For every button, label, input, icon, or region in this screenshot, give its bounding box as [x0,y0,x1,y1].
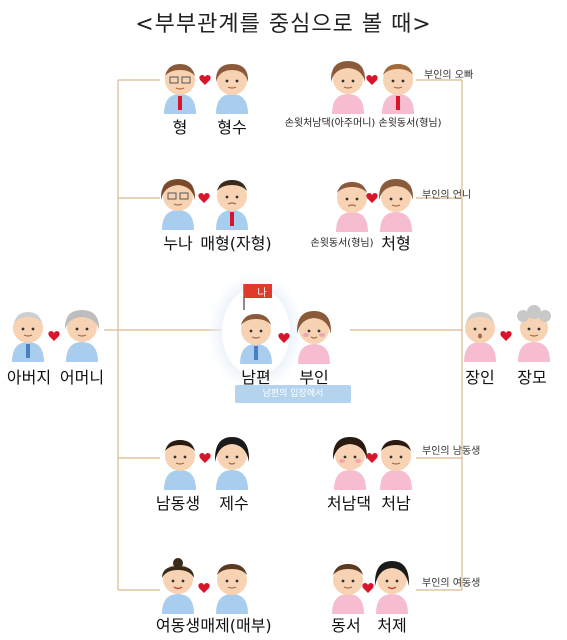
heart-icon [366,75,378,85]
note-wife-older-sister: 부인의 언니 [422,190,472,201]
wife-younger-sister-husband-figure [328,560,368,618]
note-wife-younger-sister: 부인의 여동생 [422,578,481,589]
label-younger-brother: 남동생 [155,494,201,513]
father-figure [8,308,48,366]
label-wife-younger-sister: 처제 [377,616,407,635]
label-wife-younger-brother-wife: 처남댁 [326,494,372,513]
heart-icon [198,583,210,593]
label-wife-older-brother: 손윗동서(형님) [378,118,442,129]
older-brother-figure [160,60,200,118]
wife-younger-sister-figure [372,558,412,618]
heart-icon [366,453,378,463]
mother-figure [62,306,102,366]
label-younger-brother-wife: 제수 [219,494,249,513]
mother-in-law-figure [514,304,554,366]
label-wife-younger-brother: 처남 [381,494,411,513]
label-wife-younger-sister-husband: 동서 [331,616,361,635]
label-younger-sister: 여동생 [155,616,201,635]
heart-icon [199,453,211,463]
father-in-law-figure [460,308,500,366]
label-wife: 부인 [299,368,329,387]
label-mother-in-law: 장모 [517,368,547,387]
heart-icon [198,193,210,203]
younger-brother-figure [160,436,200,494]
label-older-brother-wife: 형수 [217,118,247,137]
me-flag-label: 나 [257,288,267,299]
heart-icon [366,193,378,203]
perspective-badge: 남편의 입장에서 [235,385,351,403]
older-sister-husband-figure [212,176,252,234]
label-mother: 어머니 [59,368,105,387]
wife-younger-brother-figure [376,436,416,494]
wife-older-sister-figure [376,176,416,236]
wife-figure [294,308,334,368]
younger-sister-husband-figure [212,560,252,618]
wife-older-brother-wife-figure [328,58,368,118]
label-father-in-law: 장인 [465,368,495,387]
heart-icon [362,583,374,593]
label-older-brother: 형 [172,118,188,137]
label-younger-sister-husband: 매제(매부) [200,616,272,635]
label-husband: 남편 [241,368,271,387]
label-wife-older-sister: 처형 [381,234,411,253]
heart-icon [500,331,512,341]
label-wife-older-sister-husband: 손윗동서(형님) [310,238,374,249]
heart-icon [278,333,290,343]
older-sister-figure [158,176,198,234]
younger-brother-wife-figure [212,434,252,494]
label-older-sister: 누나 [163,234,193,253]
husband-figure [236,310,276,368]
me-flag [243,284,272,310]
note-wife-younger-brother: 부인의 남동생 [422,446,481,457]
older-brother-wife-figure [212,60,252,118]
note-wife-older-brother: 부인의 오빠 [424,70,474,81]
label-father: 아버지 [6,368,52,387]
label-wife-older-brother-wife: 손윗처남댁(아주머니) [284,118,376,129]
page-title: <부부관계를 중심으로 볼 때> [135,12,432,37]
heart-icon [48,331,60,341]
wife-younger-brother-wife-figure [330,434,370,494]
label-older-sister-husband: 매형(자형) [200,234,272,253]
wife-older-brother-figure [378,60,418,118]
wife-older-sister-husband-figure [332,178,372,236]
younger-sister-figure [158,558,198,618]
heart-icon [199,75,211,85]
